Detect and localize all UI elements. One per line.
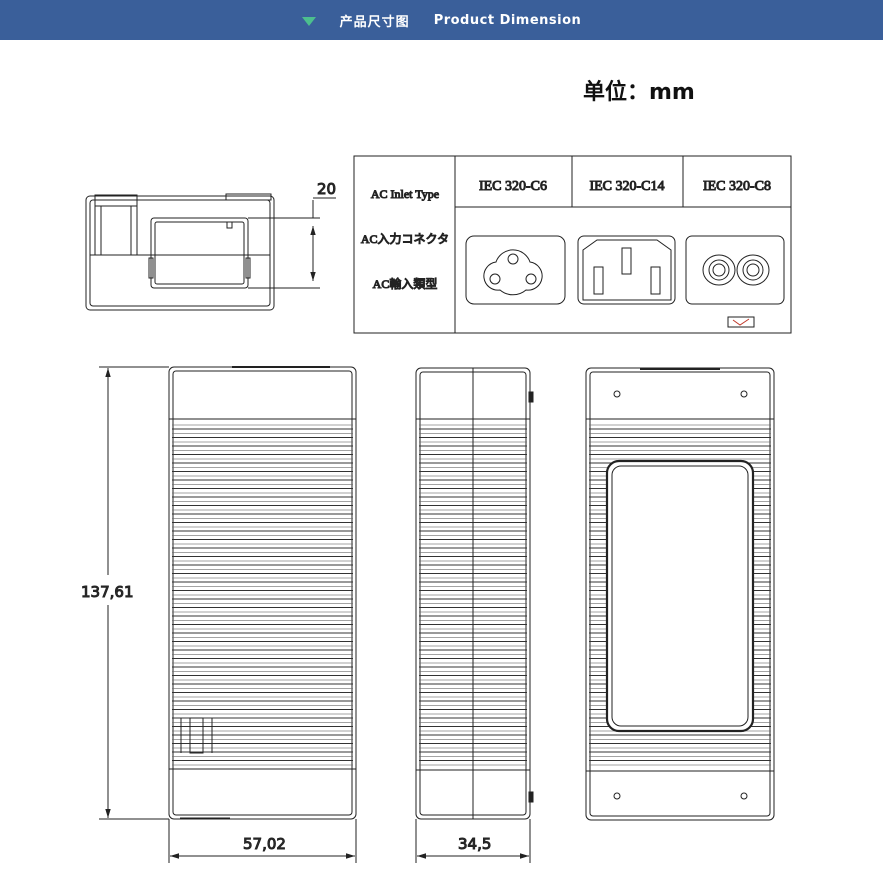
top-view: 20 [85,180,337,311]
chevron-down-icon [301,16,316,26]
row-label-en: AC Inlet Type [371,187,439,201]
row-label-zh: AC輸入類型 [373,276,438,291]
front-view: 137,61 57,02 [81,366,357,863]
type-c8: IEC 320-C8 [703,179,771,194]
iec-c6-inlet-icon [465,235,566,305]
type-c6: IEC 320-C6 [479,179,547,194]
header-banner: 产品尺寸图 Product Dimension [0,0,883,40]
back-view [585,367,775,821]
unit-label: 单位：mm [583,80,695,105]
checkmark-icon [732,318,750,326]
iec-c8-inlet-icon [685,235,785,328]
dim-thickness: 34,5 [458,835,491,853]
dim-connector-depth: 20 [317,180,336,198]
side-view: 34,5 [415,367,534,863]
type-c14: IEC 320-C14 [589,179,664,194]
banner-title-zh: 产品尺寸图 [339,14,410,30]
dim-width: 57,02 [243,835,286,853]
iec-c14-inlet-icon [577,235,676,305]
dim-height: 137,61 [81,583,134,601]
inlet-table: AC Inlet Type AC入力コネクタ AC輸入類型 IEC 320-C6… [353,155,792,334]
row-label-ja: AC入力コネクタ [361,232,449,246]
banner-title-en: Product Dimension [433,12,582,28]
